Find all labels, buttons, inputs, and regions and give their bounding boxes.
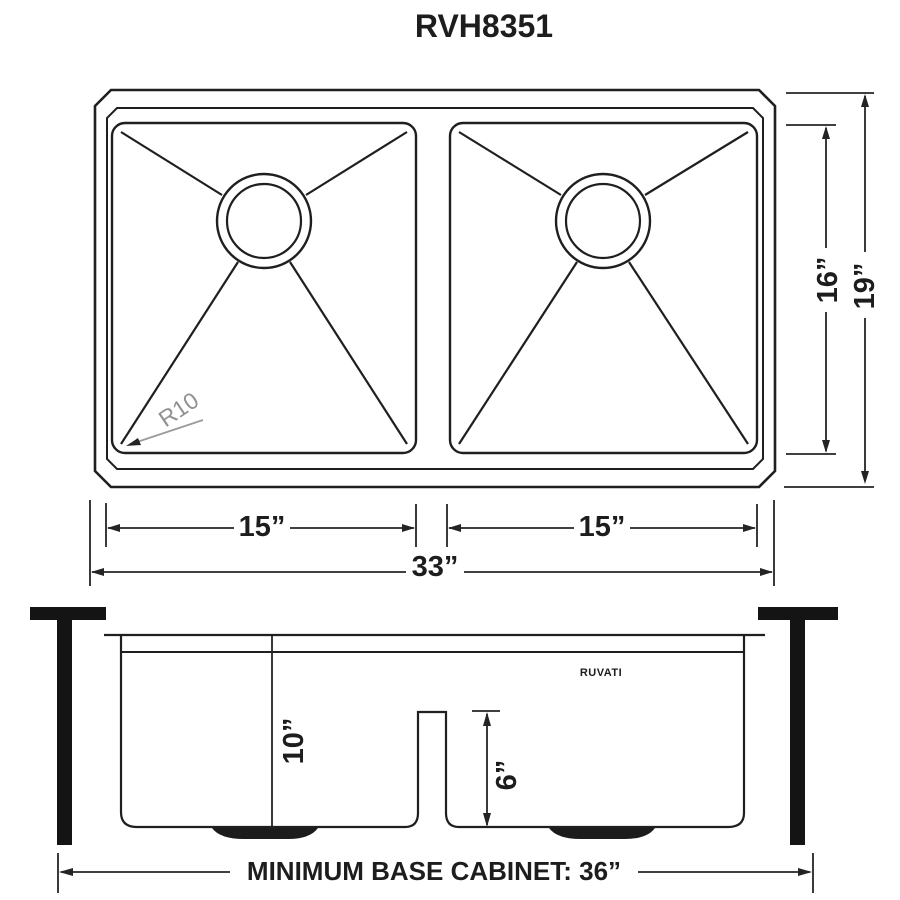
sink-section-outline xyxy=(119,636,746,829)
right-bowl-width-dimension-label: 15” xyxy=(579,511,626,543)
radius-leader-arrow-icon xyxy=(126,438,141,446)
dimension-bowl-front-to-back: 16” xyxy=(786,124,844,455)
right-drain-outer-circle xyxy=(554,172,652,270)
dimension-bowl-depth: 10” xyxy=(271,636,310,829)
left-bowl-outline xyxy=(110,121,418,455)
left-drain-section xyxy=(212,828,318,839)
dimension-divider-height: 6” xyxy=(472,710,523,827)
overall-front-to-back-dimension-label: 19” xyxy=(849,263,881,310)
left-drain-inner-circle xyxy=(225,182,303,260)
radius-dimension-label: R10 xyxy=(154,387,204,432)
side-view: RUVATI 10” 6” MINIMUM BASE CABINET: 36” xyxy=(30,607,838,893)
left-bowl-slope-lines xyxy=(120,131,408,445)
bowl-depth-dimension-label: 10” xyxy=(278,718,310,765)
divider-height-dimension-label: 6” xyxy=(491,760,523,791)
right-drain-inner-circle xyxy=(564,182,642,260)
sink-inner-rim xyxy=(106,107,764,470)
right-drain-section xyxy=(549,828,655,839)
product-model-title: RVH8351 xyxy=(415,8,553,44)
min-base-cabinet-dimension-label: MINIMUM BASE CABINET: 36” xyxy=(247,856,621,886)
left-countertop-section xyxy=(30,607,106,620)
dimension-overall-front-to-back: 19” xyxy=(784,92,881,488)
dimension-left-bowl-width: 15” xyxy=(105,503,417,547)
right-bowl-outline xyxy=(448,121,759,455)
dimension-right-bowl-width: 15” xyxy=(446,504,758,547)
overall-width-dimension-label: 33” xyxy=(412,551,459,583)
sink-outer-edge xyxy=(93,88,777,489)
brand-logo: RUVATI xyxy=(580,667,622,679)
top-view: R10 16” 19” xyxy=(89,88,881,586)
left-drain-outer-circle xyxy=(215,172,313,270)
bowl-front-to-back-dimension-label: 16” xyxy=(812,257,844,304)
left-bowl-width-dimension-label: 15” xyxy=(239,511,286,543)
dimension-overall-width: 33” xyxy=(89,500,775,586)
right-cabinet-panel xyxy=(790,620,805,845)
dimension-min-base-cabinet: MINIMUM BASE CABINET: 36” xyxy=(57,853,814,893)
right-countertop-section xyxy=(758,607,838,620)
left-cabinet-panel xyxy=(57,620,72,845)
right-bowl-slope-lines xyxy=(458,131,749,445)
